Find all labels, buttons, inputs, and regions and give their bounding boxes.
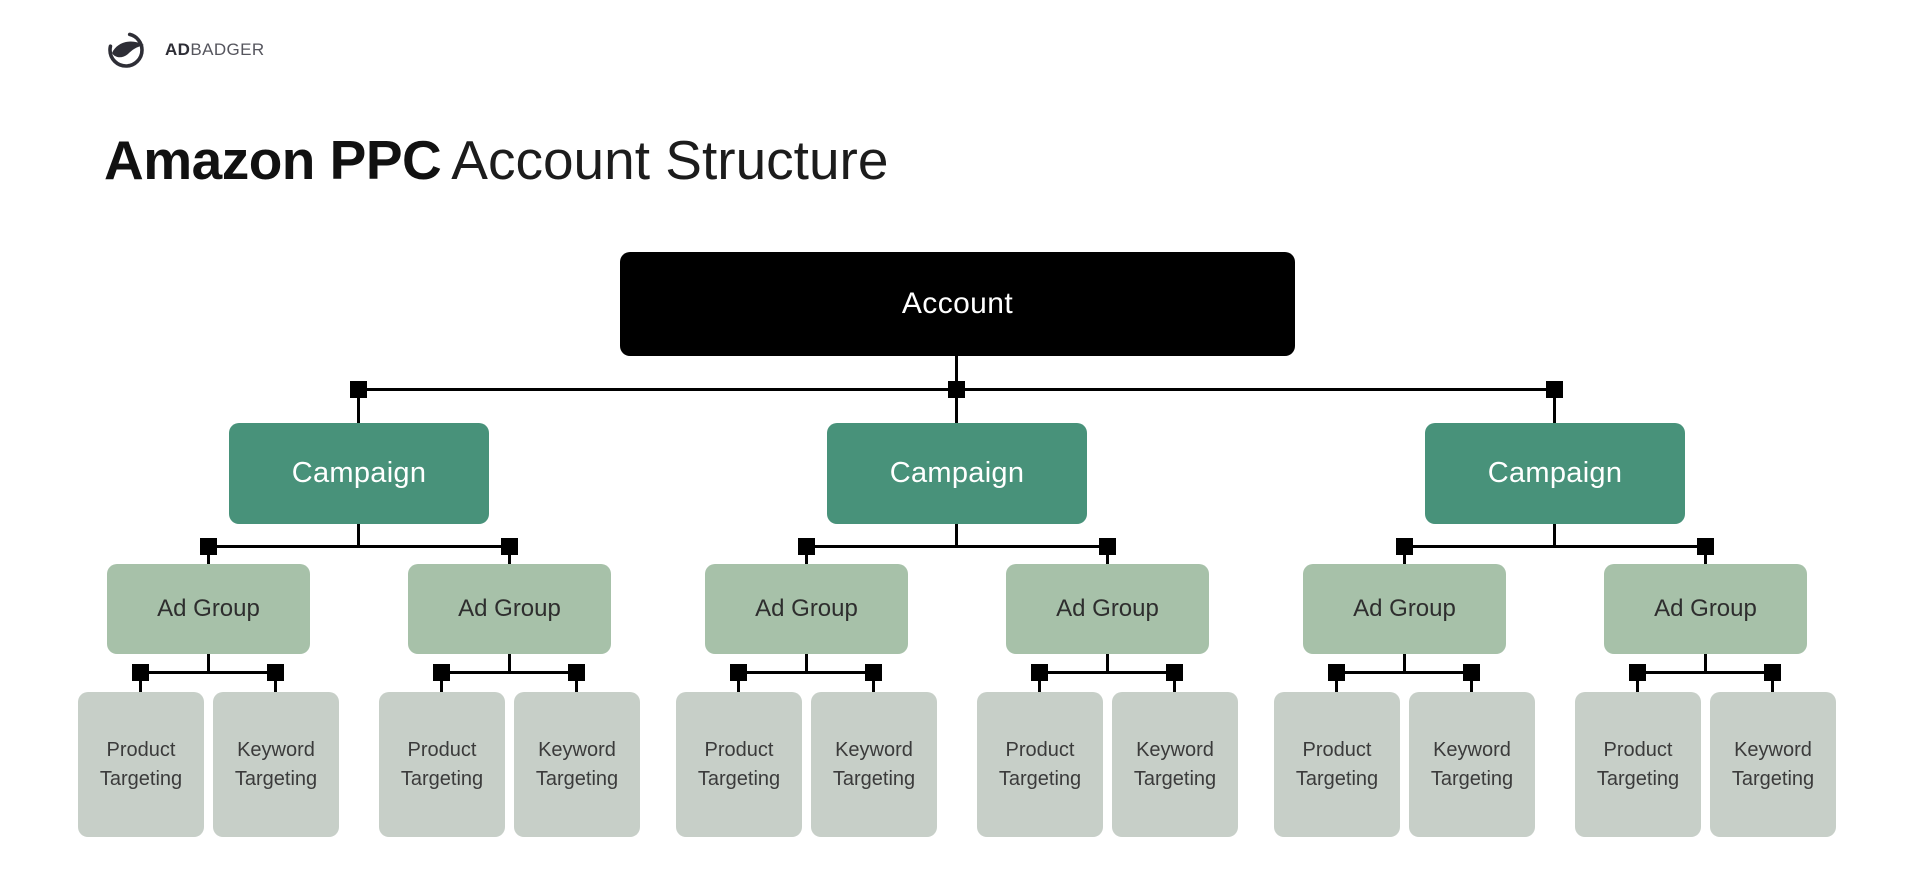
brand-name: ADBADGER bbox=[165, 40, 265, 60]
ad-group-node-5: Ad Group bbox=[1303, 564, 1506, 654]
connector-line bbox=[1403, 654, 1406, 673]
campaign-node-1: Campaign bbox=[229, 423, 489, 524]
connector-line bbox=[357, 524, 360, 547]
page-title-light: Account Structure bbox=[451, 128, 889, 191]
keyword-targeting-node-5: Keyword Targeting bbox=[1409, 692, 1535, 837]
connector-line bbox=[575, 672, 578, 692]
junction-square bbox=[1764, 664, 1781, 681]
connector-line bbox=[1470, 672, 1473, 692]
connector-line bbox=[806, 545, 1108, 548]
campaign-node-3: Campaign bbox=[1425, 423, 1685, 524]
product-targeting-node-4: Product Targeting bbox=[977, 692, 1103, 837]
connector-line bbox=[1173, 672, 1176, 692]
page-title-bold: Amazon PPC bbox=[104, 128, 442, 191]
ad-group-node-4: Ad Group bbox=[1006, 564, 1209, 654]
junction-square bbox=[1629, 664, 1646, 681]
junction-square bbox=[1697, 538, 1714, 555]
connector-line bbox=[1553, 524, 1556, 547]
junction-square bbox=[798, 538, 815, 555]
junction-square bbox=[865, 664, 882, 681]
connector-line bbox=[207, 654, 210, 673]
keyword-targeting-node-1: Keyword Targeting bbox=[213, 692, 339, 837]
junction-square bbox=[1463, 664, 1480, 681]
connector-line bbox=[508, 546, 511, 564]
junction-square bbox=[501, 538, 518, 555]
junction-square bbox=[1031, 664, 1048, 681]
campaign-node-2: Campaign bbox=[827, 423, 1087, 524]
junction-square bbox=[1546, 381, 1563, 398]
junction-square bbox=[132, 664, 149, 681]
connector-line bbox=[1040, 671, 1175, 674]
connector-line bbox=[1636, 672, 1639, 692]
junction-square bbox=[948, 381, 965, 398]
product-targeting-node-6: Product Targeting bbox=[1575, 692, 1701, 837]
junction-square bbox=[200, 538, 217, 555]
connector-line bbox=[357, 389, 360, 424]
connector-line bbox=[1638, 671, 1773, 674]
connector-line bbox=[274, 672, 277, 692]
junction-square bbox=[350, 381, 367, 398]
junction-square bbox=[267, 664, 284, 681]
connector-line bbox=[508, 654, 511, 673]
connector-line bbox=[440, 672, 443, 692]
connector-line bbox=[1106, 546, 1109, 564]
connector-line bbox=[208, 545, 510, 548]
keyword-targeting-node-6: Keyword Targeting bbox=[1710, 692, 1836, 837]
connector-line bbox=[139, 672, 142, 692]
product-targeting-node-3: Product Targeting bbox=[676, 692, 802, 837]
connector-line bbox=[442, 671, 577, 674]
ad-group-node-2: Ad Group bbox=[408, 564, 611, 654]
connector-line bbox=[739, 671, 874, 674]
connector-line bbox=[1404, 545, 1706, 548]
badger-icon bbox=[106, 31, 150, 69]
connector-line bbox=[1335, 672, 1338, 692]
junction-square bbox=[1166, 664, 1183, 681]
connector-line bbox=[872, 672, 875, 692]
connector-line bbox=[737, 672, 740, 692]
connector-line bbox=[1038, 672, 1041, 692]
junction-square bbox=[433, 664, 450, 681]
connector-line bbox=[207, 546, 210, 564]
adbadger-logo: ADBADGER bbox=[106, 31, 265, 69]
ad-group-node-6: Ad Group bbox=[1604, 564, 1807, 654]
connector-line bbox=[1553, 389, 1556, 424]
junction-square bbox=[730, 664, 747, 681]
keyword-targeting-node-2: Keyword Targeting bbox=[514, 692, 640, 837]
account-node: Account bbox=[620, 252, 1295, 356]
connector-line bbox=[141, 671, 276, 674]
connector-line bbox=[1704, 546, 1707, 564]
connector-line bbox=[805, 654, 808, 673]
keyword-targeting-node-3: Keyword Targeting bbox=[811, 692, 937, 837]
brand-name-bold: AD bbox=[165, 40, 191, 59]
connector-line bbox=[1337, 671, 1472, 674]
product-targeting-node-5: Product Targeting bbox=[1274, 692, 1400, 837]
connector-line bbox=[805, 546, 808, 564]
connector-line bbox=[1771, 672, 1774, 692]
connector-line bbox=[955, 524, 958, 547]
ad-group-node-3: Ad Group bbox=[705, 564, 908, 654]
keyword-targeting-node-4: Keyword Targeting bbox=[1112, 692, 1238, 837]
junction-square bbox=[568, 664, 585, 681]
brand-name-light: BADGER bbox=[190, 40, 265, 59]
connector-line bbox=[1106, 654, 1109, 673]
product-targeting-node-1: Product Targeting bbox=[78, 692, 204, 837]
junction-square bbox=[1396, 538, 1413, 555]
connector-line bbox=[1704, 654, 1707, 673]
connector-line bbox=[1403, 546, 1406, 564]
ad-group-node-1: Ad Group bbox=[107, 564, 310, 654]
junction-square bbox=[1099, 538, 1116, 555]
product-targeting-node-2: Product Targeting bbox=[379, 692, 505, 837]
junction-square bbox=[1328, 664, 1345, 681]
